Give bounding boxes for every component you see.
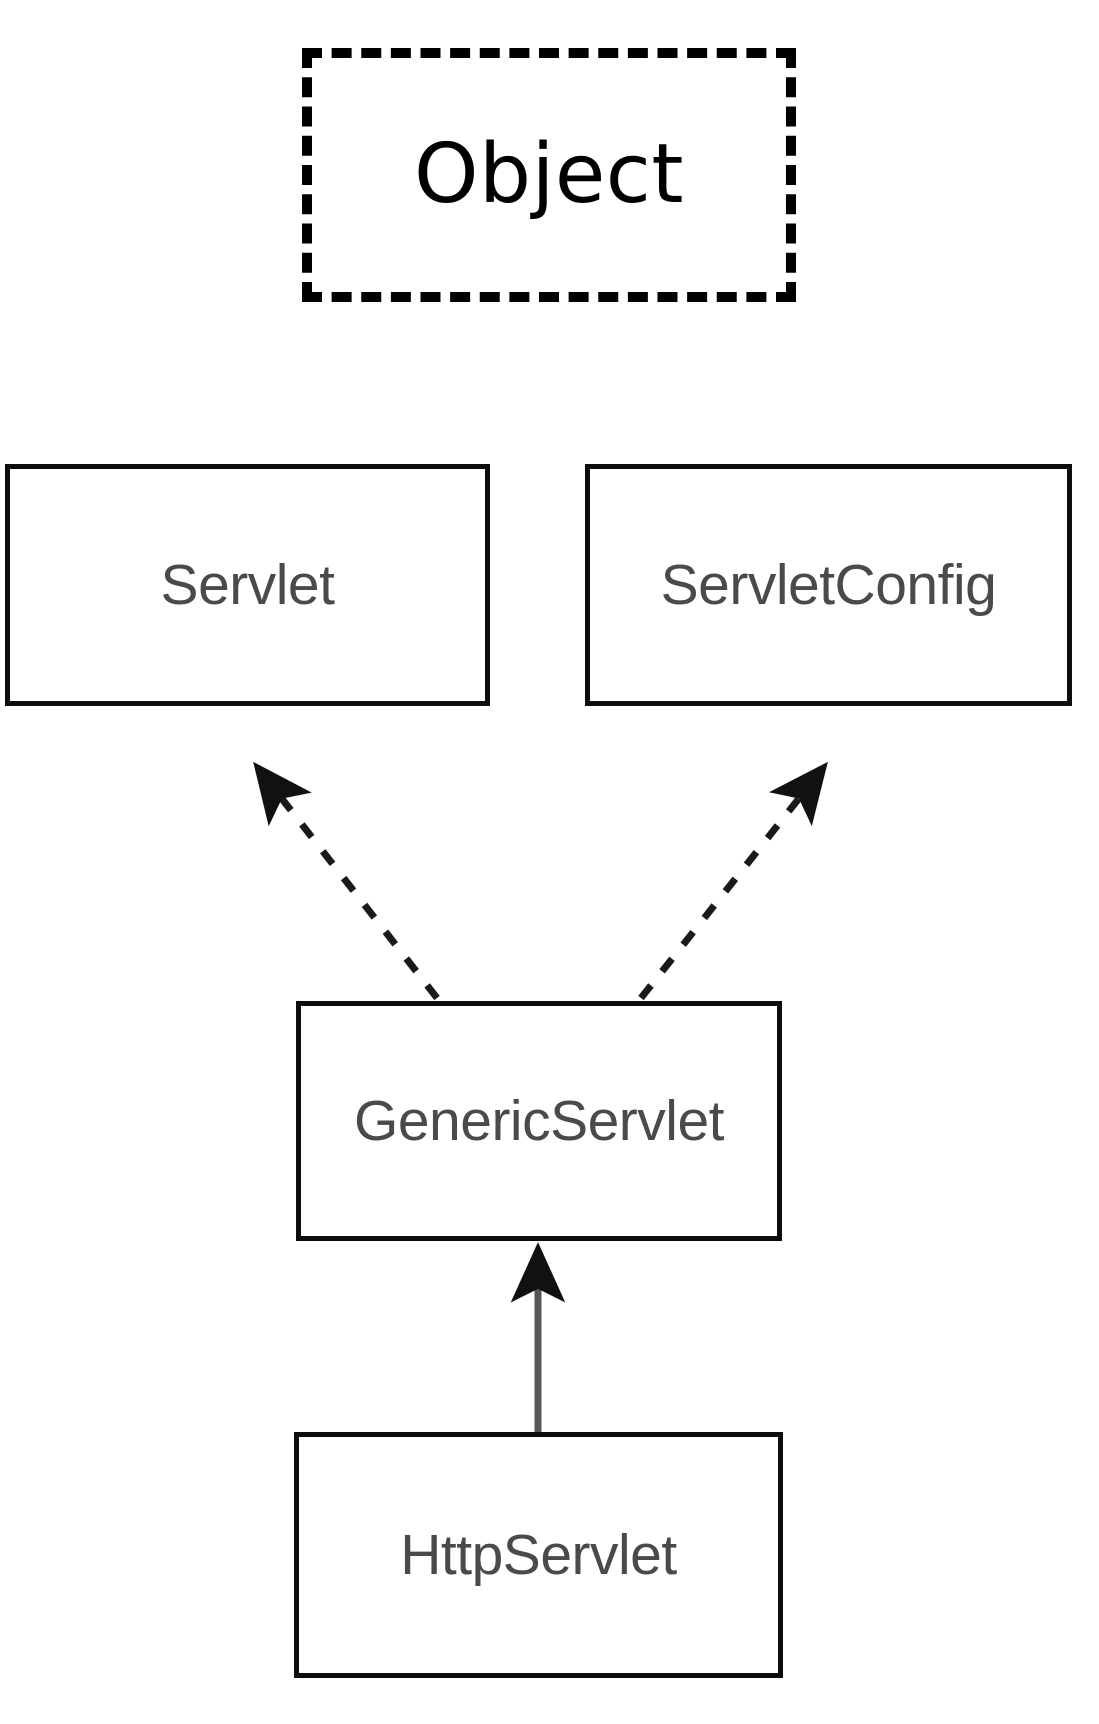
class-node-genericservlet-label: GenericServlet <box>354 1088 725 1153</box>
class-node-object[interactable]: Object <box>302 48 796 302</box>
edge-genericservlet-to-servlet <box>253 761 440 1001</box>
class-node-httpservlet-label: HttpServlet <box>400 1522 677 1587</box>
class-node-httpservlet[interactable]: HttpServlet <box>294 1432 783 1678</box>
class-node-servlet[interactable]: Servlet <box>5 464 490 706</box>
class-node-servlet-label: Servlet <box>160 552 335 617</box>
class-node-object-label: Object <box>413 127 685 222</box>
class-node-servletconfig[interactable]: ServletConfig <box>585 464 1072 706</box>
edge-genericservlet-to-servletconfig <box>638 761 828 1001</box>
class-node-genericservlet[interactable]: GenericServlet <box>296 1001 782 1241</box>
class-node-servletconfig-label: ServletConfig <box>660 552 997 617</box>
